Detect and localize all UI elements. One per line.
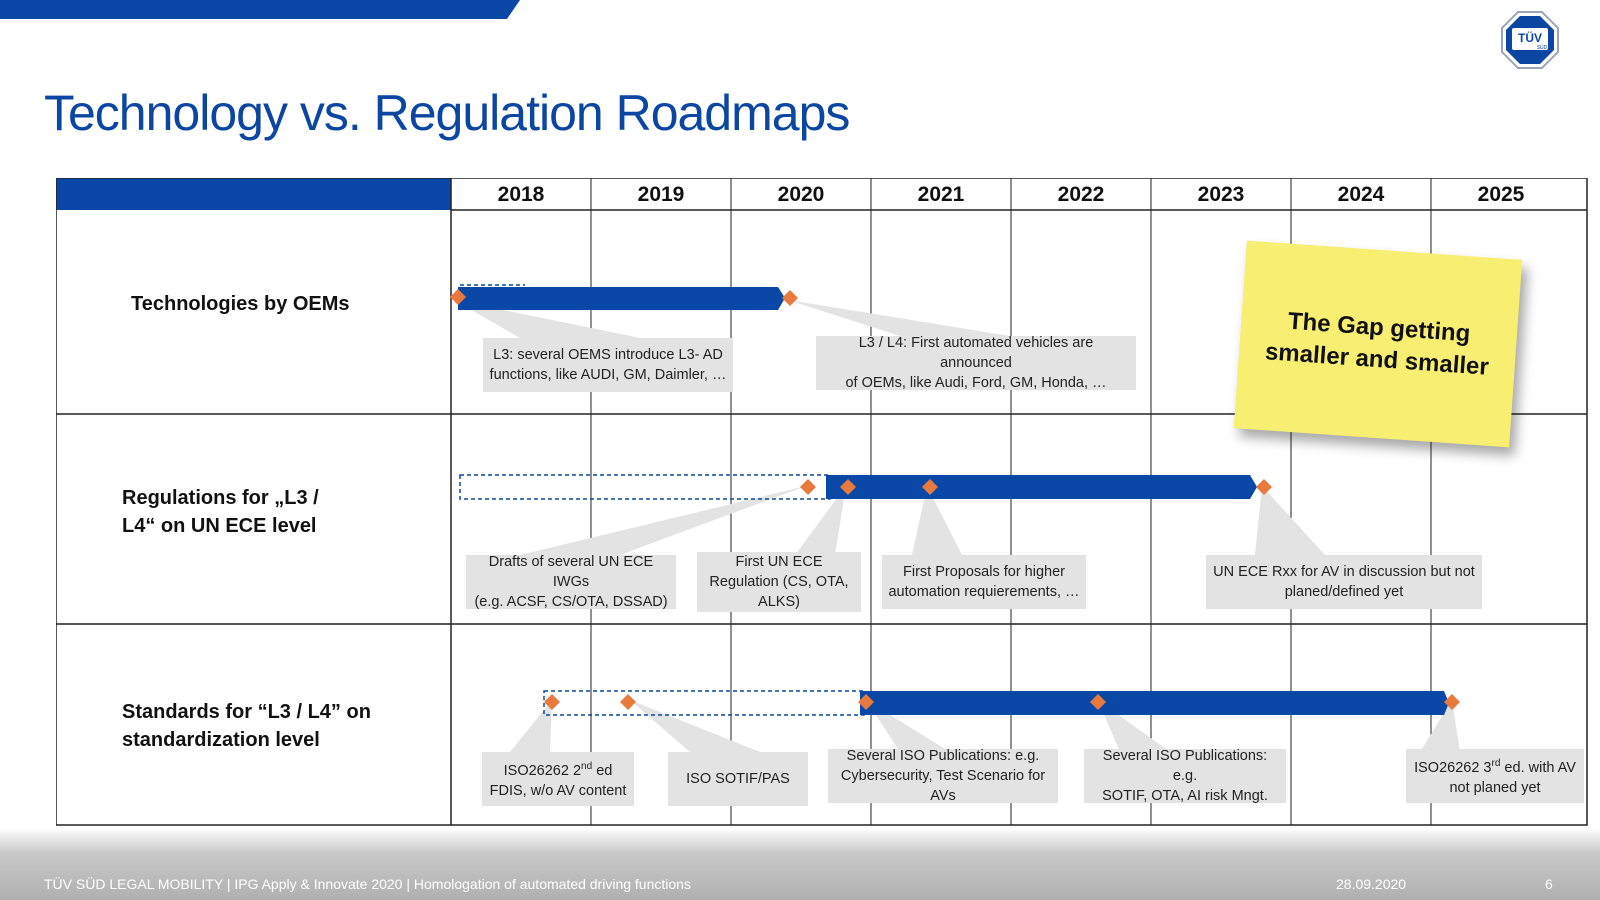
footer-band	[0, 828, 1600, 900]
callout-reg-proposals: First Proposals for higher automation req…	[882, 555, 1086, 609]
callout-line: First Proposals for higher	[903, 564, 1065, 580]
callout-reg-first: First UN ECE Regulation (CS, OTA, ALKS)	[697, 552, 861, 612]
callout-pointer	[795, 486, 846, 555]
milestone-marker	[800, 479, 816, 495]
callout-line: (e.g. ACSF, CS/OTA, DSSAD)	[474, 594, 668, 610]
callout-line: L3 / L4: First automated vehicles are an…	[858, 335, 1094, 371]
callout-reg-drafts: Drafts of several UN ECE IWGs (e.g. ACSF,…	[466, 554, 676, 610]
callout-text: ed	[592, 762, 613, 779]
year-2021: 2021	[917, 183, 965, 206]
logo-text-bottom: SÜD	[1537, 44, 1548, 51]
callout-line: First UN ECE	[735, 554, 823, 570]
callout-line: not planed yet	[1449, 779, 1541, 796]
year-2020: 2020	[777, 183, 825, 206]
regulations-bar	[826, 475, 1257, 499]
row-label-technologies: Technologies by OEMs	[131, 290, 350, 318]
grid-border	[56, 178, 1588, 826]
technologies-bar	[458, 287, 785, 310]
callout-line: planed/defined yet	[1284, 584, 1404, 600]
callout-line: Drafts of several UN ECE IWGs	[488, 554, 654, 590]
callout-pointer	[1420, 700, 1460, 752]
tuv-sud-logo: TÜV SÜD	[1501, 11, 1559, 69]
row-label-regulations: Regulations for „L3 / L4“ on UN ECE leve…	[122, 484, 319, 540]
footer-date: 28.09.2020	[1336, 876, 1407, 892]
row-label-line: L4“ on UN ECE level	[122, 515, 317, 537]
callout-line: of OEMs, like Audi, Ford, GM, Honda, …	[845, 375, 1107, 391]
footer-text: TÜV SÜD LEGAL MOBILITY | IPG Apply & Inn…	[44, 876, 691, 892]
callout-std-publications-2: Several ISO Publications: e.g. SOTIF, OTA…	[1084, 748, 1286, 804]
top-accent-band	[0, 0, 520, 19]
callout-line: L3: several OEMS introduce L3- AD	[493, 347, 723, 363]
callout-reg-rxx: UN ECE Rxx for AV in discussion but not p…	[1206, 555, 1482, 609]
callout-std-publications-1: Several ISO Publications: e.g. Cybersecur…	[828, 748, 1058, 804]
callout-line: ISO26262 2nd ed	[490, 757, 627, 781]
callout-line: UN ECE Rxx for AV in discussion but not	[1213, 564, 1475, 580]
callout-line: Cybersecurity, Test Scenario for AVs	[840, 768, 1046, 804]
callout-line: functions, like AUDI, GM, Daimler, …	[489, 367, 727, 383]
milestone-marker	[1256, 479, 1272, 495]
callout-line: Regulation (CS, OTA,	[709, 574, 849, 590]
year-2019: 2019	[637, 183, 685, 206]
callout-line: SOTIF, OTA, AI risk Mngt.	[1102, 788, 1268, 804]
planned-dashed-box	[543, 690, 865, 716]
milestone-marker	[544, 694, 560, 710]
year-2022: 2022	[1057, 183, 1105, 206]
callout-line: FDIS, w/o AV content	[489, 782, 627, 799]
row-label-line: Standards for “L3 / L4” on	[122, 701, 371, 723]
callout-pointer	[912, 486, 962, 555]
header-blue-bar	[56, 178, 451, 210]
milestone-marker	[782, 290, 798, 306]
logo-text-top: TÜV	[1518, 30, 1542, 45]
standards-bar	[860, 691, 1449, 715]
row-label-standards: Standards for “L3 / L4” on standardizati…	[122, 698, 371, 754]
callout-line: ISO26262 3rd ed. with AV	[1414, 754, 1576, 778]
callout-oem-l4: L3 / L4: First automated vehicles are an…	[816, 335, 1136, 391]
superscript: nd	[581, 761, 593, 773]
callout-line: ALKS)	[758, 594, 800, 610]
callout-pointer	[520, 486, 806, 555]
row-label-line: Regulations for „L3 /	[122, 487, 319, 509]
footer-page-number: 6	[1545, 876, 1553, 892]
superscript: rd	[1491, 758, 1501, 770]
callout-line: Several ISO Publications: e.g.	[846, 748, 1040, 764]
callout-text: ISO26262 2	[503, 762, 582, 779]
page-title: Technology vs. Regulation Roadmaps	[44, 85, 850, 141]
milestone-marker	[450, 289, 466, 305]
callout-line: Several ISO Publications: e.g.	[1102, 748, 1268, 784]
milestone-marker	[1444, 694, 1460, 710]
milestone-marker	[840, 479, 856, 495]
callout-text: ed. with AV	[1500, 759, 1576, 776]
year-2018: 2018	[497, 183, 545, 206]
milestone-marker	[858, 694, 874, 710]
row-label-line: standardization level	[122, 729, 320, 751]
milestone-marker	[1090, 694, 1106, 710]
callout-oem-l3: L3: several OEMS introduce L3- AD functio…	[483, 338, 733, 392]
row-label-line: Technologies by OEMs	[131, 293, 350, 315]
callout-pointer	[630, 700, 760, 752]
callout-line: ISO SOTIF/PAS	[686, 771, 790, 787]
callout-pointer	[788, 300, 1010, 336]
year-2025: 2025	[1477, 183, 1525, 206]
callout-pointer	[1255, 486, 1325, 555]
year-2023: 2023	[1197, 183, 1245, 206]
milestone-marker	[922, 479, 938, 495]
callout-pointer	[510, 700, 552, 752]
milestone-marker	[620, 694, 636, 710]
callout-text: ISO26262 3	[1414, 759, 1492, 776]
year-2024: 2024	[1337, 183, 1385, 206]
callout-line: automation requierements, …	[888, 584, 1080, 600]
callout-std-sotif: ISO SOTIF/PAS	[668, 752, 808, 806]
